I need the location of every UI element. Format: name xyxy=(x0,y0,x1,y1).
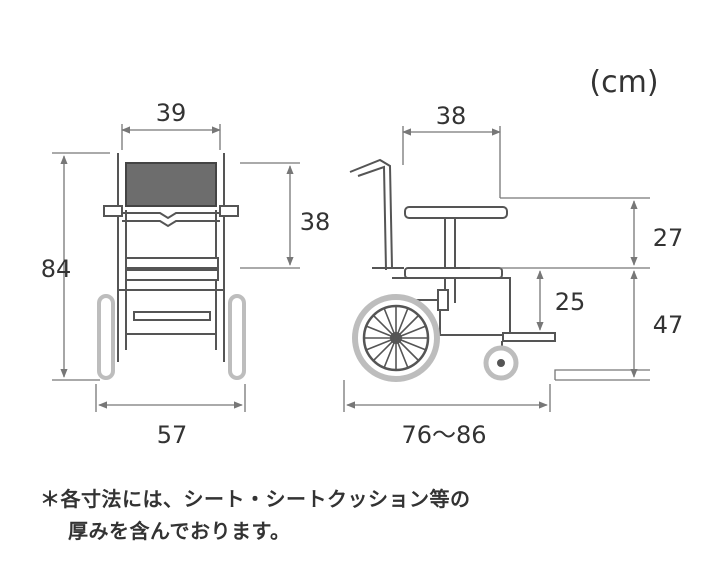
footnote-line-1: ＊各寸法には、シート・シートクッション等の xyxy=(40,487,471,511)
label-total-height: 84 xyxy=(41,255,72,283)
front-dimensions xyxy=(52,124,300,412)
unit-label: (cm) xyxy=(589,65,658,100)
label-seat-height: 47 xyxy=(653,311,684,339)
front-wheel-right xyxy=(228,294,246,380)
front-view xyxy=(97,153,246,380)
side-push-handle xyxy=(349,158,393,269)
label-armrest-height: 27 xyxy=(653,224,684,252)
label-backrest-height: 38 xyxy=(300,208,331,236)
label-overall-length: 76〜86 xyxy=(401,421,486,449)
label-seat-to-footrest: 25 xyxy=(555,288,586,316)
label-overall-width: 57 xyxy=(157,421,188,449)
front-seat xyxy=(125,257,219,269)
front-armrest-right xyxy=(219,205,239,217)
side-seat xyxy=(404,267,503,279)
front-armrest-left xyxy=(103,205,123,217)
front-wheel-left xyxy=(97,294,115,380)
front-backrest xyxy=(125,162,217,207)
footnote-line-2: 厚みを含んでおります。 xyxy=(68,519,291,543)
label-seat-depth: 38 xyxy=(436,102,467,130)
side-dimensions xyxy=(343,126,650,412)
side-view xyxy=(349,158,556,382)
side-footrest xyxy=(502,332,556,342)
front-footrest xyxy=(133,311,211,321)
label-seat-width: 39 xyxy=(156,99,187,127)
side-armrest xyxy=(404,206,508,219)
